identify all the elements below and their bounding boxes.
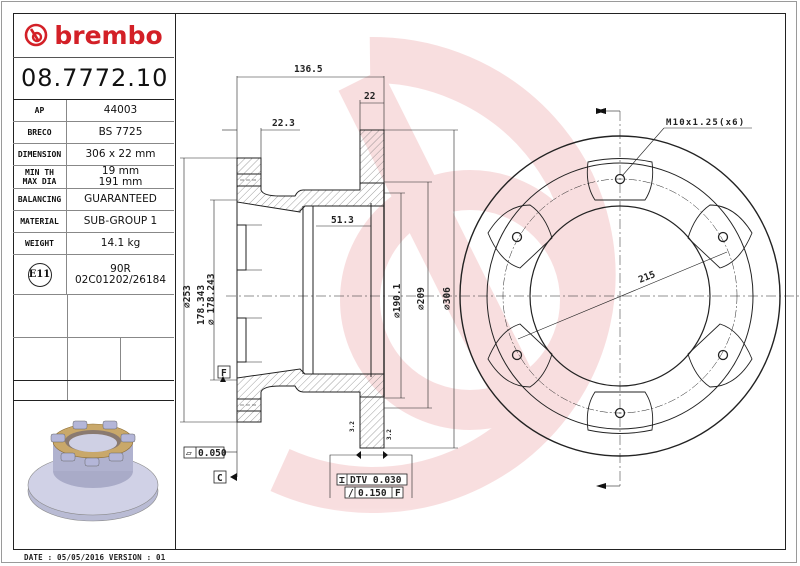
spec-row-material: MATERIAL SUB-GROUP 1 — [13, 211, 174, 233]
roughness-left: 3.2 — [349, 421, 356, 432]
part-number-row: 08.7772.10 — [13, 57, 174, 100]
spec-label: BALANCING — [13, 189, 67, 210]
date-version: DATE : 05/05/2016 VERSION : 01 — [24, 553, 166, 562]
grid-divider — [120, 338, 121, 380]
spec-label: MIN TH MAX DIA — [13, 166, 67, 188]
runout-datum: F — [395, 488, 401, 499]
dtv-value: DTV 0.030 — [350, 475, 402, 486]
spec-value: 306 x 22 mm — [85, 148, 156, 160]
datum-f: F — [221, 368, 227, 379]
spec-row-ap: AP 44003 — [13, 100, 174, 122]
brembo-watermark — [270, 36, 616, 513]
dim-dia-209: ⌀209 — [416, 287, 427, 310]
flatness-value: 0.050 — [198, 448, 227, 459]
part-number: 08.7772.10 — [21, 64, 169, 92]
spec-value: SUB-GROUP 1 — [83, 215, 158, 227]
info-panel: brembo 08.7772.10 AP 44003 BRECO BS 7725… — [13, 13, 176, 550]
spec-value-line: 191 mm — [98, 176, 143, 188]
homologation-value: 90R 02C01202/26184 — [67, 255, 174, 294]
brand-name: brembo — [54, 20, 163, 50]
homologation-code: 90R — [110, 262, 131, 275]
dim-disc-thickness: 22 — [364, 91, 375, 102]
spec-value: 44003 — [103, 104, 138, 116]
blank-row — [13, 338, 174, 381]
spec-value: BS 7725 — [98, 126, 143, 138]
disc-3d-render — [27, 420, 159, 522]
dim-overall-width: 136.5 — [294, 64, 323, 75]
dim-bore-depth: 51.3 — [331, 215, 354, 226]
e11-badge: E11 — [27, 262, 52, 287]
drawing-frame — [13, 13, 786, 550]
blank-row — [13, 295, 174, 338]
spec-label: BRECO — [13, 122, 67, 143]
brand-logo: brembo — [13, 13, 174, 58]
spec-label-line: MAX DIA — [22, 177, 57, 186]
section-view — [180, 76, 800, 499]
spec-label: DIMENSION — [13, 144, 67, 165]
homologation-badge-cell: E11 — [13, 255, 67, 294]
grid-divider — [67, 381, 68, 400]
runout-value: 0.150 — [358, 488, 387, 499]
grid-divider — [67, 295, 68, 337]
spec-value-line: 19 mm — [101, 165, 140, 177]
grid-divider — [67, 338, 68, 380]
spec-row-breco: BRECO BS 7725 — [13, 122, 174, 144]
spec-value: 19 mm 191 mm — [67, 166, 174, 188]
spec-label-line: MIN TH — [25, 168, 54, 177]
spec-label: AP — [13, 100, 67, 121]
roughness-right: 3.2 — [386, 429, 393, 440]
brembo-logo-icon — [25, 23, 48, 47]
runout-symbol: / — [348, 488, 354, 499]
blank-row — [13, 381, 174, 401]
spec-value: 14.1 kg — [100, 237, 141, 249]
dim-dia-190: ⌀190.1 — [392, 283, 403, 318]
pcd-dimension: 215 — [637, 269, 657, 286]
dim-dia-253: ⌀253 — [182, 285, 193, 308]
spec-row-homologation: E11 90R 02C01202/26184 — [13, 255, 174, 295]
spec-row-dimension: DIMENSION 306 x 22 mm — [13, 144, 174, 166]
spec-value: GUARANTEED — [84, 193, 157, 205]
dim-dia-178-max: 178.343 — [196, 285, 207, 325]
datum-c: C — [217, 473, 223, 484]
homologation-number: 02C01202/26184 — [74, 273, 167, 286]
spec-row-weight: WEIGHT 14.1 kg — [13, 233, 174, 255]
thread-callout: M10x1.25(x6) — [666, 118, 745, 128]
dim-dia-306: ⌀306 — [442, 287, 453, 310]
spec-label: MATERIAL — [13, 211, 67, 232]
dim-flange-offset: 22.3 — [272, 118, 295, 129]
spec-row-balancing: BALANCING GUARANTEED — [13, 189, 174, 211]
dtv-symbol: ⌶ — [339, 475, 345, 486]
front-view — [459, 110, 781, 487]
dim-dia-178-min: ⌀ 178.243 — [206, 273, 217, 325]
spec-label: WEIGHT — [13, 233, 67, 254]
spec-row-min-max: MIN TH MAX DIA 19 mm 191 mm — [13, 166, 174, 189]
flatness-symbol: ▱ — [186, 448, 192, 459]
